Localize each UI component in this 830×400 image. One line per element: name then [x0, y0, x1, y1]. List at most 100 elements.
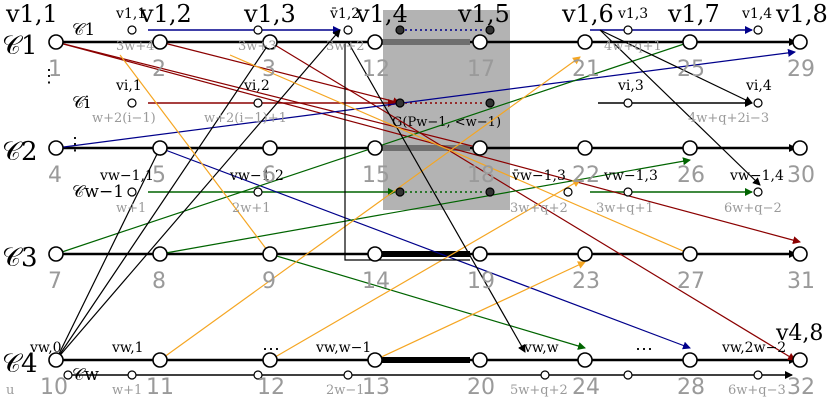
- top-label-4: v1,4: [355, 0, 408, 28]
- gray-note-6: w+2(i−1)+1: [204, 111, 287, 126]
- node-1: [48, 34, 64, 50]
- node-4: [48, 140, 64, 156]
- node-num-31: 31: [787, 269, 815, 294]
- node-num-8: 8: [152, 269, 166, 294]
- gadget-bars: [380, 39, 470, 151]
- node-5: [152, 140, 168, 156]
- node-32: [792, 352, 808, 368]
- node-10: [48, 352, 64, 368]
- label-v14: v1,4: [741, 6, 772, 22]
- node-29: [792, 34, 808, 50]
- node-num-5: 5: [152, 163, 166, 188]
- gray-note-12: 6w+q−2: [724, 201, 782, 216]
- node-9: [262, 246, 278, 262]
- label-vw2w2: vw,2w−2: [721, 340, 786, 356]
- top-label-7: v1,7: [667, 0, 720, 28]
- top-label-8: v1,8: [775, 0, 828, 28]
- label-vw12: vw−1,2: [229, 168, 284, 184]
- row-label-c1: 𝒞1: [72, 20, 95, 40]
- node-27: [682, 246, 698, 262]
- node-21: [577, 34, 593, 50]
- node-num-22: 22: [572, 163, 600, 188]
- node-11: [152, 352, 168, 368]
- node-num-20: 20: [467, 375, 495, 400]
- node-3: [262, 34, 278, 50]
- sub-row-edges: [72, 26, 793, 379]
- cluster-label-4: 𝒞4: [2, 349, 38, 379]
- node-num-28: 28: [677, 375, 705, 400]
- node-12b: [262, 352, 278, 368]
- node-num-24: 24: [572, 375, 600, 400]
- label-vwww1: vw,w−1: [315, 340, 371, 356]
- node-2: [152, 34, 168, 50]
- label-vi3: vi,3: [617, 78, 644, 94]
- row3-nodes: [48, 246, 808, 262]
- label-v13: v1,3: [617, 6, 648, 22]
- node-26: [682, 140, 698, 156]
- gray-note-15: 5w+q+2: [510, 383, 568, 398]
- row-label-ci: 𝒞i: [72, 93, 90, 113]
- node-num-11: 11: [146, 375, 174, 400]
- label-v48: v4,8: [775, 321, 823, 346]
- node-12: [367, 34, 383, 50]
- node-18: [472, 140, 488, 156]
- vdots-2: ⋮: [66, 134, 84, 155]
- node-22: [577, 140, 593, 156]
- node-num-29: 29: [787, 57, 815, 82]
- row1-nodes: [48, 34, 808, 50]
- node-20: [472, 352, 488, 368]
- small-nodes: [63, 25, 763, 380]
- node-num-7: 7: [48, 269, 62, 294]
- label-vi1: vi,1: [115, 78, 142, 94]
- node-31: [792, 246, 808, 262]
- node-num-25: 25: [677, 57, 705, 82]
- node-7: [48, 246, 64, 262]
- label-vw14: vw−1,4: [729, 168, 784, 184]
- node-num-23: 23: [572, 269, 600, 294]
- row-label-cw1: 𝒞w−1: [72, 182, 124, 202]
- gray-note-2: 3w+3: [238, 39, 277, 54]
- node-15: [367, 140, 383, 156]
- node-13: [367, 352, 383, 368]
- gray-note-14: 2w−1: [326, 383, 365, 398]
- node-6: [262, 140, 278, 156]
- node-num-13: 13: [362, 375, 390, 400]
- label-vbar12: v̄1,2: [329, 6, 360, 22]
- label-vww: vw,w: [523, 340, 559, 356]
- node-28: [682, 352, 698, 368]
- gray-note-13: w+1: [112, 383, 142, 398]
- node-num-18: 18: [467, 163, 495, 188]
- node-30: [792, 140, 808, 156]
- thick-bars: [380, 251, 470, 363]
- gray-note-8: w+1: [116, 201, 146, 216]
- gray-note-1: 3w+4: [116, 39, 155, 54]
- gray-note-9: 2w+1: [232, 201, 271, 216]
- node-num-12: 12: [362, 57, 390, 82]
- hdots-2: ⋯: [635, 339, 653, 360]
- gray-note-17: u: [6, 383, 14, 398]
- node-num-15: 15: [362, 163, 390, 188]
- node-24: [577, 352, 593, 368]
- cluster-label-1: 𝒞1: [2, 31, 38, 61]
- node-num-14: 14: [362, 269, 390, 294]
- node-num-27: 27: [677, 269, 705, 294]
- cross-edges: [55, 29, 801, 361]
- gray-note-11: 3w+q+1: [596, 201, 654, 216]
- label-vw0: vw,0: [29, 340, 62, 356]
- label-vw1: vw,1: [111, 340, 144, 356]
- node-num-32: 32: [787, 375, 815, 400]
- top-label-6: v1,6: [561, 0, 614, 28]
- label-vbarw13: v̄w−1,3: [511, 168, 566, 184]
- label-vi4: vi,4: [745, 78, 772, 94]
- node-8: [152, 246, 168, 262]
- row2-nodes: [48, 140, 808, 156]
- node-23: [577, 246, 593, 262]
- cluster-label-3: 𝒞3: [2, 243, 38, 273]
- node-num-3: 3: [262, 57, 276, 82]
- node-num-6: 6: [262, 163, 276, 188]
- gray-note-16: 6w+q−3: [728, 383, 786, 398]
- row-label-cw: 𝒞w: [72, 365, 99, 385]
- gray-note-4: 4w+q+1: [604, 39, 662, 54]
- node-17: [472, 34, 488, 50]
